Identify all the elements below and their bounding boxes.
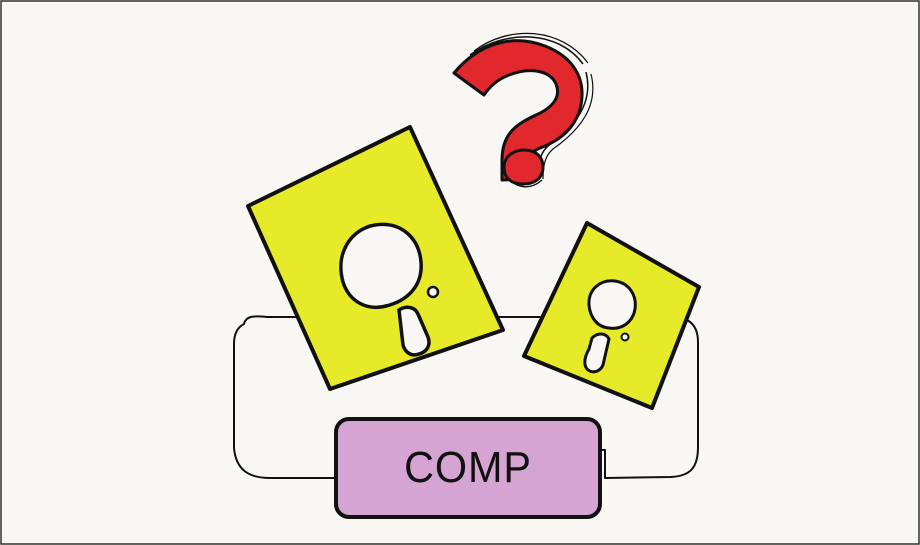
computer-label: COMP [344,419,592,517]
